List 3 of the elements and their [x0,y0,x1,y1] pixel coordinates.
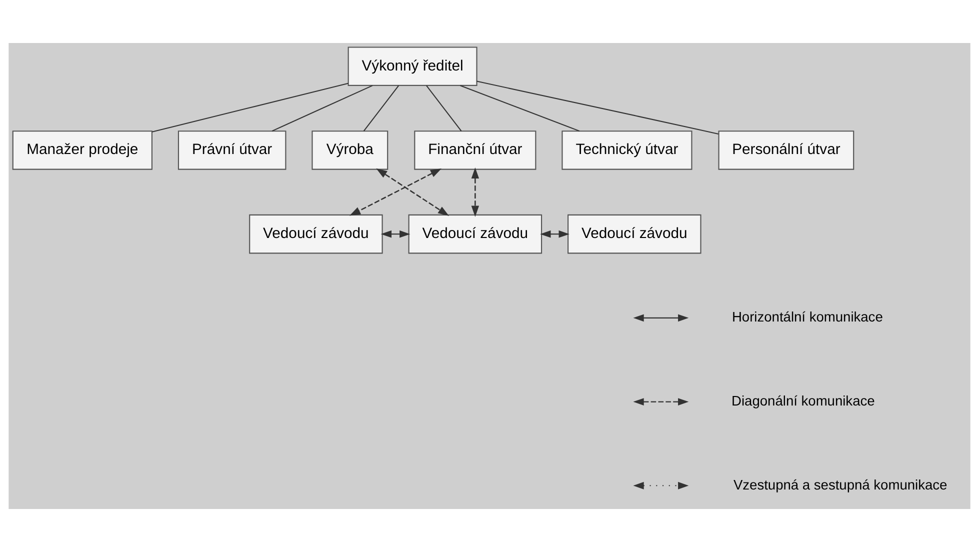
legend-label: Vzestupná a sestupná komunikace [733,476,948,492]
legend-label: Horizontální komunikace [732,309,883,324]
legend-label: Diagonální komunikace [732,392,875,408]
